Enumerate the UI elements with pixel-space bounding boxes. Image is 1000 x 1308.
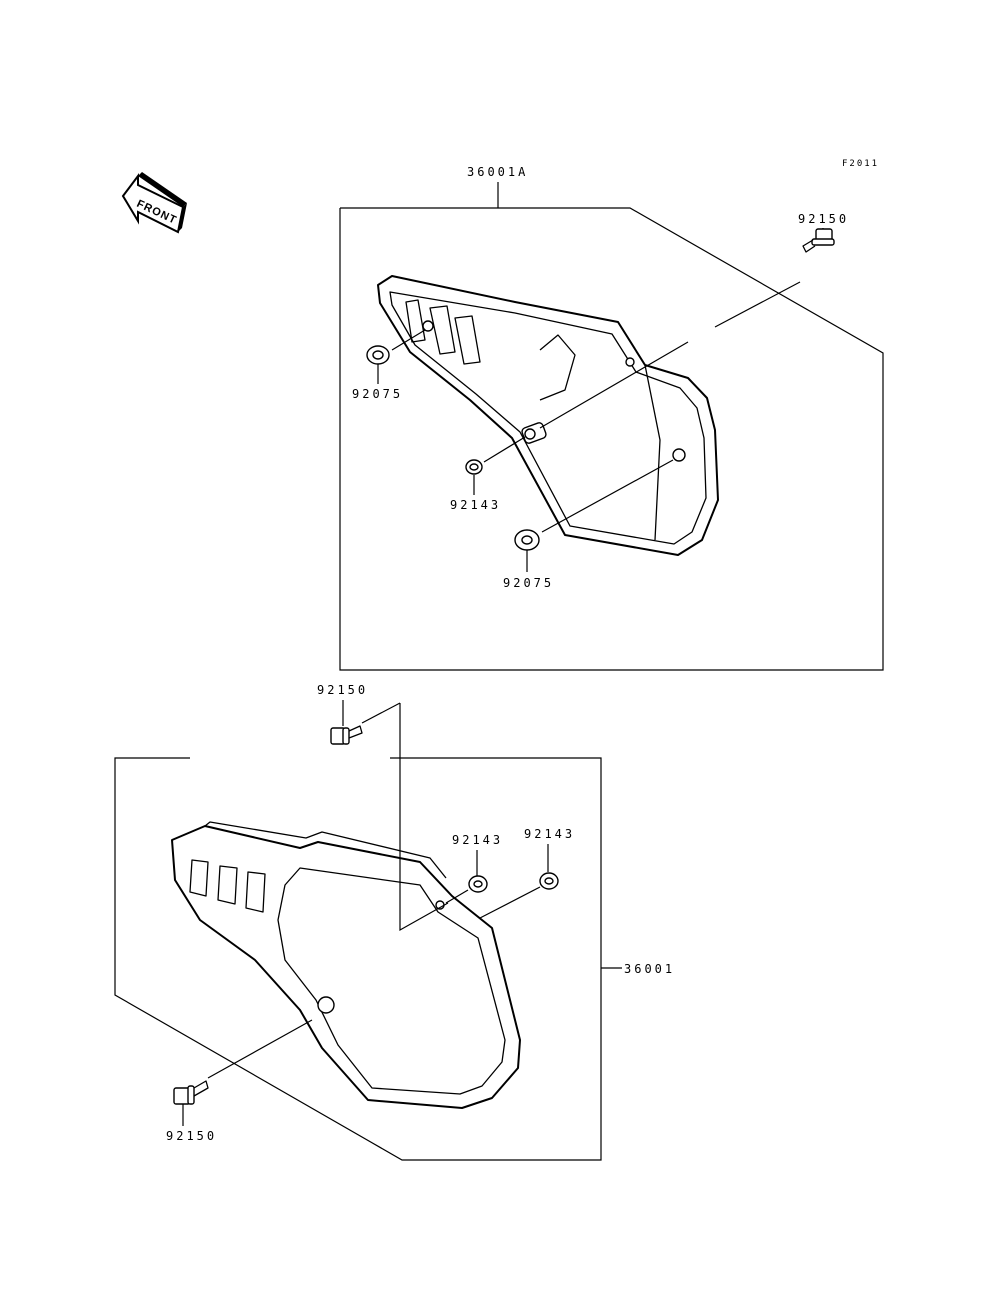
upper-assembly-36001a: 36001A 92150 — [339, 165, 884, 671]
lower-chain-cover — [171, 821, 521, 1109]
diagram-code: F2011 — [842, 159, 879, 169]
label-upper-collar: 92143 — [450, 498, 501, 512]
label-36001: 36001 — [624, 962, 675, 976]
label-lower-bolt-bottom: 92150 — [166, 1129, 217, 1143]
label-upper-grommet-bottom: 92075 — [503, 576, 554, 590]
lower-assembly-frame — [114, 757, 602, 1161]
label-36001a: 36001A — [467, 165, 528, 179]
upper-grommet-92075-bottom: 92075 — [503, 529, 554, 590]
label-upper-grommet-left: 92075 — [352, 387, 403, 401]
lower-bolt-92150-top: 92150 — [317, 683, 368, 745]
lower-collar-92143-a: 92143 — [452, 833, 503, 893]
upper-assembly-frame — [339, 207, 884, 671]
label-upper-bolt: 92150 — [798, 212, 849, 226]
label-lower-collar-b: 92143 — [524, 827, 575, 841]
front-direction-arrow: FRONT — [121, 172, 187, 234]
lower-collar-92143-b: 92143 — [524, 827, 575, 890]
label-lower-bolt-top: 92150 — [317, 683, 368, 697]
upper-bolt-92150: 92150 — [798, 212, 849, 253]
upper-chain-cover — [377, 275, 719, 556]
upper-grommet-92075-left: 92075 — [352, 345, 403, 401]
lower-assembly-36001: 36001 92150 92143 — [114, 683, 675, 1161]
lower-bolt-92150-bottom: 92150 — [166, 1080, 217, 1143]
label-lower-collar-a: 92143 — [452, 833, 503, 847]
upper-collar-92143: 92143 — [450, 459, 501, 512]
